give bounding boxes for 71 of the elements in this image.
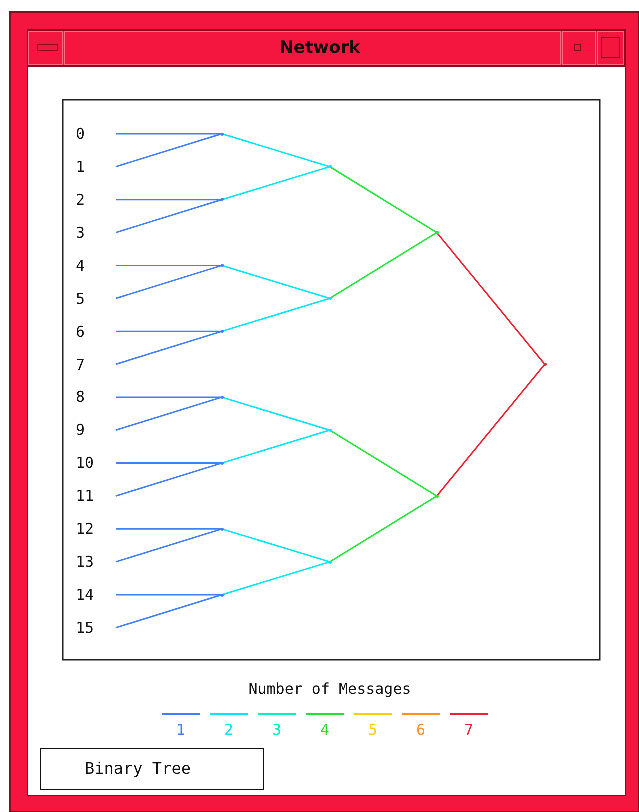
tree-link — [116, 133, 222, 135]
node-number: 11 — [76, 486, 116, 506]
junction-point — [220, 462, 224, 465]
tree-link — [116, 462, 222, 464]
tree-link — [222, 528, 330, 563]
tree-link — [116, 199, 222, 234]
junction-point — [436, 231, 438, 234]
junction-point — [220, 132, 224, 136]
node-number: 4 — [76, 256, 116, 276]
name-field: Binary Tree — [40, 748, 264, 790]
tree-link — [116, 264, 222, 266]
node-number: 3 — [76, 222, 116, 243]
tree-link — [222, 298, 330, 332]
junction-point — [220, 594, 224, 597]
tree-link — [222, 133, 330, 168]
node-number: 7 — [76, 354, 116, 374]
tree-link — [330, 166, 438, 234]
node-number: 14 — [76, 585, 116, 606]
legend-label: 5 — [367, 720, 379, 740]
legend-label: 3 — [271, 720, 283, 740]
tree-link — [330, 430, 438, 497]
node-number: 8 — [76, 387, 116, 408]
node-number: 5 — [76, 288, 116, 309]
tree-link — [116, 133, 222, 168]
tree-link — [116, 396, 222, 432]
junction-point — [220, 528, 224, 531]
tree-link — [222, 166, 330, 201]
window-title: Network — [278, 37, 362, 59]
junction-point — [328, 428, 332, 432]
junction-point — [220, 264, 224, 268]
legend-label: 7 — [463, 720, 475, 740]
node-number: 12 — [76, 519, 116, 540]
legend-title: Number of Messages — [248, 680, 412, 698]
tree-link — [222, 561, 330, 596]
node-number: 1 — [76, 156, 116, 177]
junction-point — [328, 560, 332, 564]
node-number: 0 — [76, 124, 116, 144]
legend-label: 1 — [175, 720, 187, 740]
junction-point — [220, 198, 224, 202]
tree-link — [116, 462, 222, 497]
legend-label: 6 — [415, 720, 427, 740]
node-number: 9 — [76, 420, 116, 440]
tree-link — [116, 199, 222, 201]
tree-link — [116, 330, 222, 332]
tree-link — [116, 396, 222, 398]
junction-point — [220, 396, 224, 399]
node-number: 15 — [76, 618, 116, 638]
tree-link — [330, 232, 438, 300]
junction-point — [544, 363, 546, 366]
legend-label: 4 — [319, 720, 331, 740]
tree-link — [116, 594, 222, 629]
tree-link — [436, 364, 546, 497]
junction-point — [220, 330, 224, 334]
tree-link — [222, 396, 330, 432]
tree-link — [116, 528, 222, 563]
junction-point — [328, 165, 332, 168]
legend-label: 2 — [223, 720, 235, 740]
node-number: 10 — [76, 453, 116, 474]
tree-link — [116, 265, 222, 300]
tree-link — [222, 265, 330, 300]
node-number: 2 — [76, 190, 116, 210]
junction-point — [436, 494, 438, 498]
tree-link — [222, 430, 330, 464]
tree-link — [116, 330, 222, 366]
junction-point — [328, 297, 332, 300]
node-number: 13 — [76, 552, 116, 572]
node-number: 6 — [76, 322, 116, 342]
tree-link — [330, 496, 438, 563]
tree-link — [116, 528, 222, 530]
tree-link — [436, 232, 546, 365]
tree-link — [116, 594, 222, 596]
